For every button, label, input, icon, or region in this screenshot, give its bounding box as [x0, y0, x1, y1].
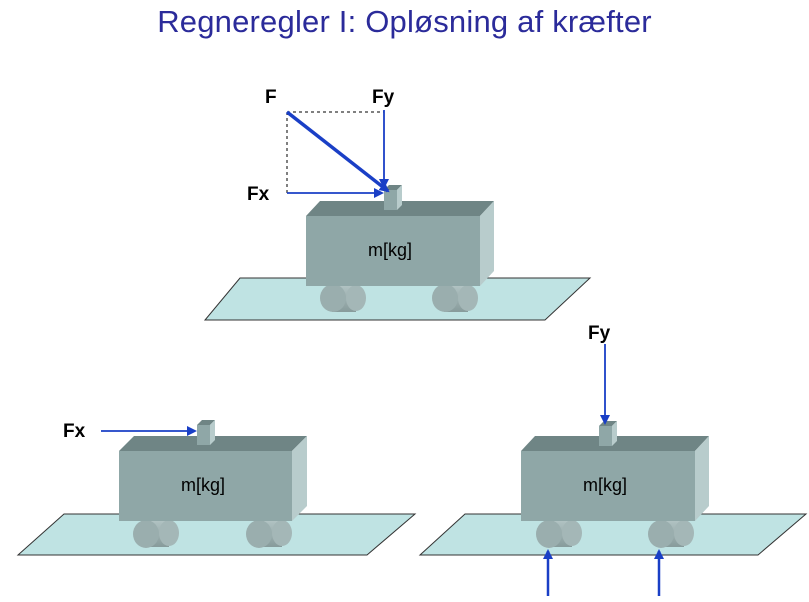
- mass-box-top: [306, 201, 494, 286]
- mass-label-bottom-left: m[kg]: [181, 475, 225, 495]
- dashed-guide-lines: [286, 111, 384, 193]
- slide-title: Regneregler I: Opløsning af kræfter: [157, 4, 652, 39]
- label-fx-bottom: Fx: [63, 421, 86, 442]
- mass-label-top: m[kg]: [368, 240, 412, 260]
- small-block-top: [384, 185, 402, 210]
- small-block-bottom-right: [599, 421, 617, 446]
- cart-bottom-left: m[kg] Fx: [16, 420, 417, 556]
- small-block-bottom-left: [197, 420, 215, 445]
- mass-box-bottom-right: [521, 436, 709, 521]
- label-fy-top: Fy: [372, 87, 395, 108]
- wheels-bottom-right: [536, 520, 694, 548]
- wheels-bottom-left: [133, 520, 292, 548]
- mass-box-bottom-left: [119, 436, 307, 521]
- label-fy-bottom: Fy: [588, 323, 611, 344]
- label-fx-top: Fx: [247, 184, 270, 205]
- cart-top: m[kg]: [203, 185, 592, 321]
- mass-label-bottom-right: m[kg]: [583, 475, 627, 495]
- label-f: F: [265, 87, 277, 108]
- wheels-top: [320, 284, 478, 312]
- cart-bottom-right: m[kg] Fy: [418, 323, 808, 596]
- force-decomposition: F Fy Fx: [247, 87, 395, 205]
- resultant-force-arrow: [285, 110, 390, 193]
